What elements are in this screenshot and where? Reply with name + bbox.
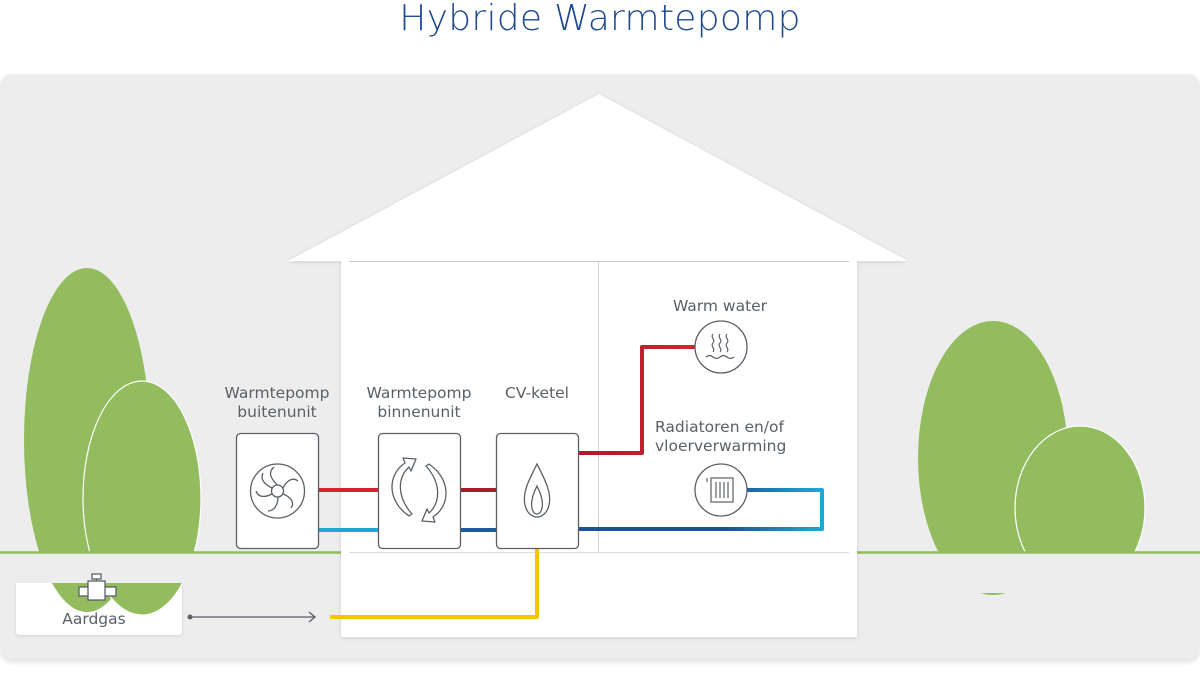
radiator-fixture[interactable] [694, 463, 748, 517]
outdoor-unit[interactable] [235, 432, 320, 550]
radiator-icon [706, 477, 734, 503]
radiators-label-line2: vloerverwarming [655, 437, 787, 455]
steam-water-icon [705, 333, 735, 360]
recycle-arrows-icon [391, 457, 447, 523]
indoor-unit-label: Warmtepomp binnenunit [354, 384, 484, 422]
boiler[interactable] [495, 432, 580, 550]
tree-left [0, 268, 240, 616]
gas-label: Aardgas [62, 610, 126, 628]
outdoor-unit-label-line1: Warmtepomp [224, 384, 330, 402]
indoor-unit-label-line2: binnenunit [377, 403, 461, 421]
outdoor-unit-label-line2: buitenunit [237, 403, 317, 421]
radiators-label-line1: Radiatoren en/of [655, 418, 784, 436]
gas-pipe [330, 549, 539, 619]
house-roof [288, 94, 908, 261]
tree-right [857, 321, 1200, 595]
gas-arrow-icon [308, 611, 317, 623]
hot-pipe-warm-water [578, 345, 696, 455]
flame-icon [523, 462, 551, 518]
indoor-unit-label-line1: Warmtepomp [366, 384, 472, 402]
gas-connection-dot [187, 614, 193, 620]
page-title: Hybride Warmtepomp [399, 0, 801, 39]
radiators-label: Radiatoren en/of vloerverwarming [638, 418, 825, 456]
indoor-unit[interactable] [377, 432, 462, 550]
gas-valve-icon [78, 573, 117, 601]
warm-water-label: Warm water [672, 297, 768, 315]
fan-icon [249, 463, 306, 519]
boiler-label: CV-ketel [505, 384, 569, 402]
warm-water-fixture[interactable] [694, 320, 748, 374]
outdoor-unit-label: Warmtepomp buitenunit [212, 384, 342, 422]
